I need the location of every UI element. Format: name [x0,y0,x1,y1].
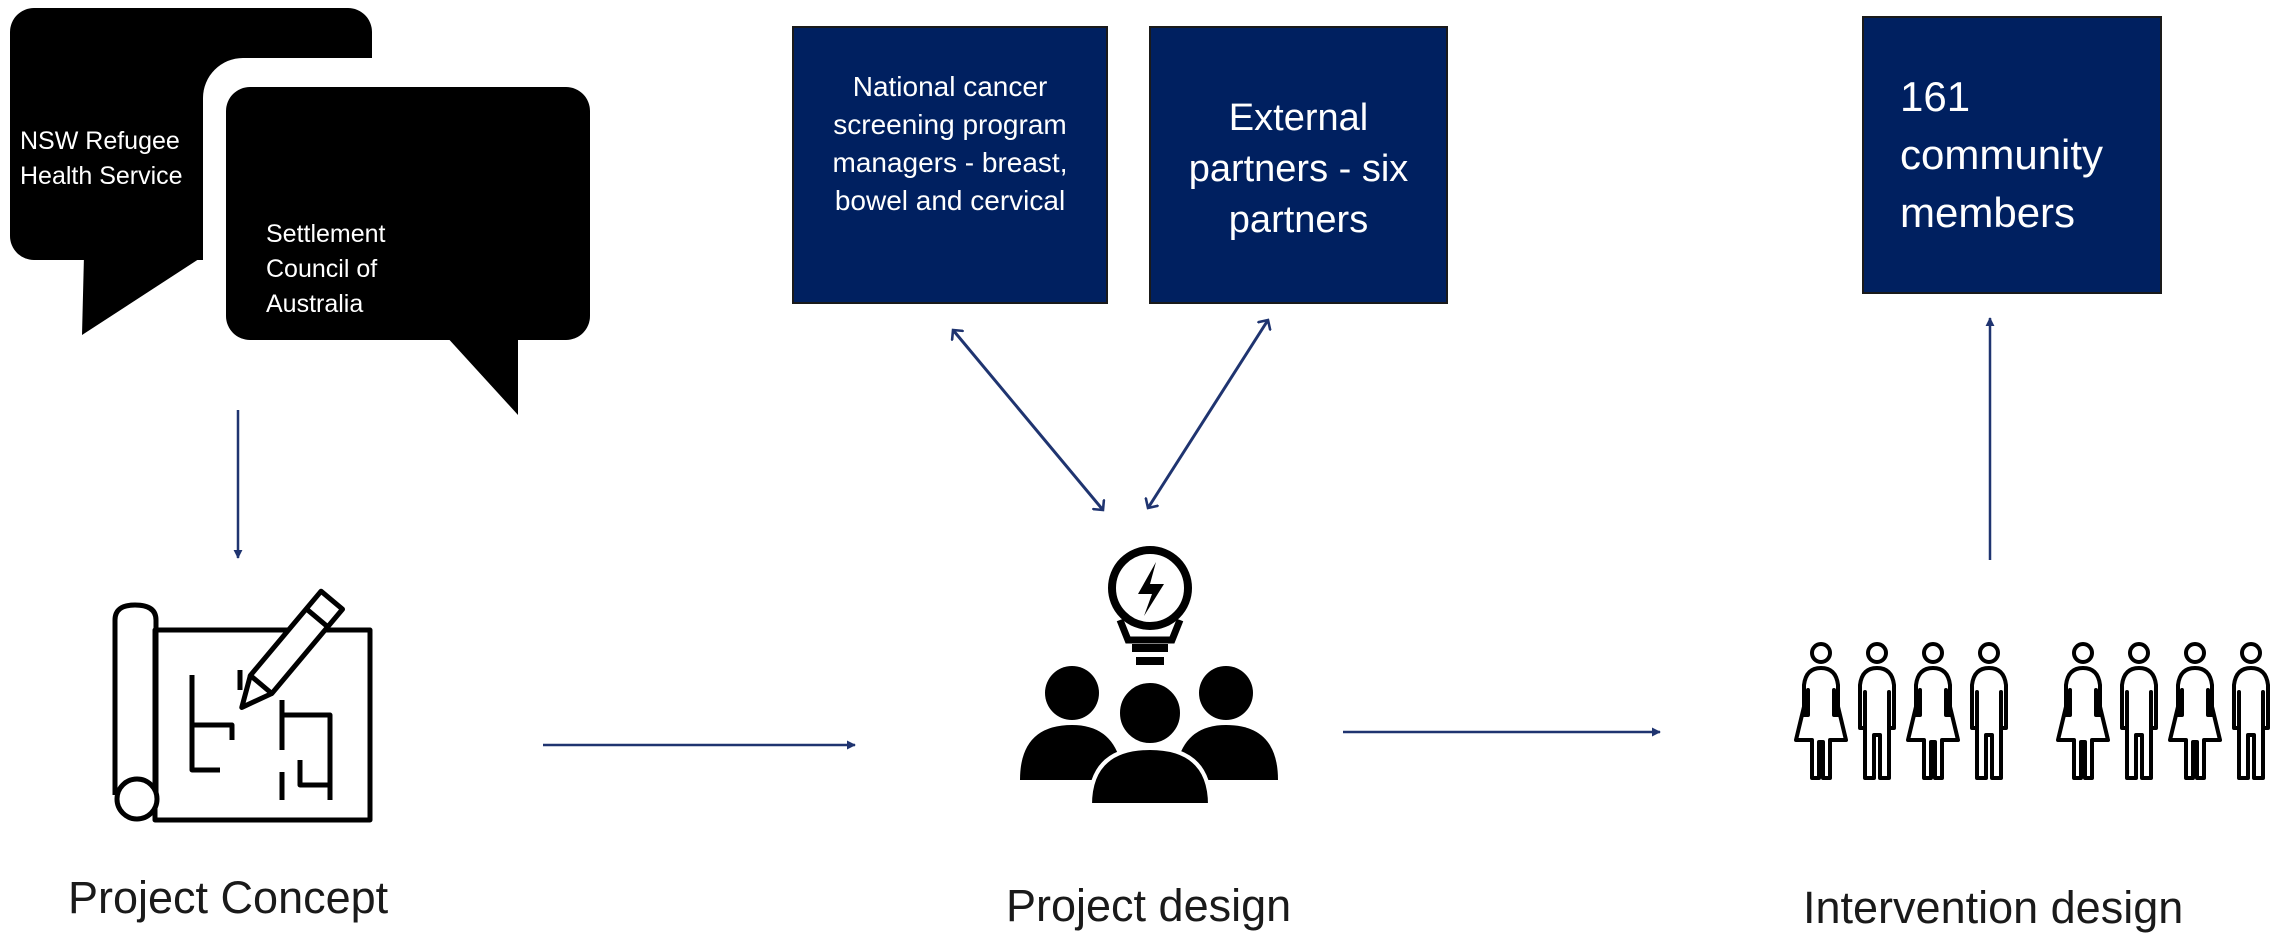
idea-team-icon [1020,546,1278,807]
box-screening-managers: National cancer screening program manage… [792,26,1108,304]
box-line: 161 [1900,73,1971,120]
bubble-line: NSW Refugee [20,127,180,155]
bubble-line: Health Service [20,162,183,190]
box-community-members: 161 community members [1862,16,2162,294]
bubble-label-settlement: Settlement Council of Australia [266,217,386,322]
box-external-partners: External partners - six partners [1149,26,1448,304]
box-line: members [1900,189,2076,236]
arrow-partners-design [1148,320,1268,508]
caption-intervention-design: Intervention design [1803,882,2184,933]
people-group-icon [1794,642,2270,780]
blueprint-pencil-icon [112,588,373,823]
bubble-line: Settlement [266,220,386,248]
box-line: National cancer [852,71,1048,102]
box-line: partners - six [1188,148,1409,190]
bubble-line: Australia [266,290,364,318]
caption-project-concept: Project Concept [68,872,389,923]
caption-project-design: Project design [1006,880,1292,931]
bubble-line: Council of [266,255,378,283]
box-line: community [1900,131,2104,178]
box-line: bowel and cervical [834,185,1066,216]
box-line: partners [1228,199,1369,241]
arrow-screening-design [953,330,1103,510]
bubble-label-nsw: NSW Refugee Health Service [20,124,183,194]
speech-bubble-settlement [203,58,625,415]
box-line: External [1228,97,1369,139]
box-line: managers - breast, [832,147,1068,178]
box-line: screening program [833,109,1067,140]
